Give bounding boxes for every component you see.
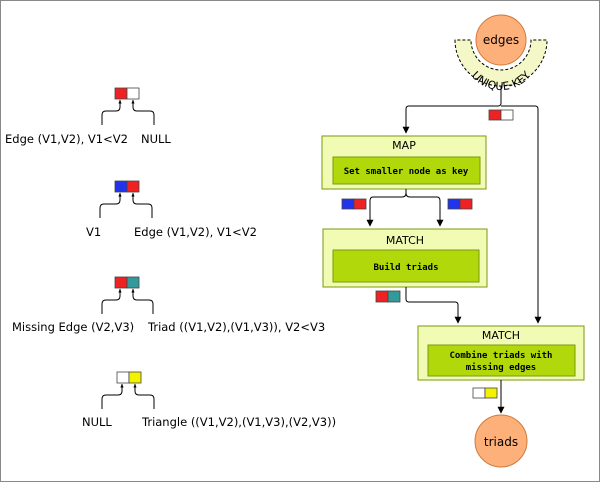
legend-value-swatch xyxy=(128,371,142,384)
build-triads-label: Build triads xyxy=(373,262,438,273)
legend-key-swatch xyxy=(114,276,128,289)
legend-value-label: Triangle ((V1,V2),(V1,V3),(V2,V3)) xyxy=(141,415,336,429)
legend-row-null-triangle: NULL Triangle ((V1,V2),(V1,V3),(V2,V3)) xyxy=(82,371,336,429)
legend-key-swatch xyxy=(116,371,130,384)
final-value-swatch xyxy=(484,387,498,399)
legend-row-vertex-edge: V1 Edge (V1,V2), V1<V2 xyxy=(86,180,257,239)
match1-out-value-swatch xyxy=(387,290,401,303)
source-key-swatch xyxy=(488,109,502,121)
combine-step xyxy=(427,344,576,377)
triads-node xyxy=(474,414,528,468)
legend: Edge (V1,V2), V1<V2 NULL V1 Edge (V1,V2)… xyxy=(5,87,336,429)
legend-key-label: NULL xyxy=(82,415,112,429)
edges-node xyxy=(475,14,527,66)
map-out-key-swatch xyxy=(447,198,461,210)
legend-key-label: Missing Edge (V2,V3) xyxy=(12,320,134,334)
legend-value-label: Triad ((V1,V2),(V1,V3)), V2<V3 xyxy=(147,320,325,334)
map-step xyxy=(332,156,481,185)
legend-value-swatch xyxy=(126,276,140,289)
edges-node-label: edges xyxy=(483,33,519,47)
legend-key-swatch xyxy=(114,87,128,100)
legend-key-label: V1 xyxy=(86,225,101,239)
combine-step-line-1: Combine triads with xyxy=(450,350,553,361)
legend-value-label: Edge (V1,V2), V1<V2 xyxy=(134,225,257,239)
map-out-value-swatch xyxy=(459,198,473,210)
legend-value-swatch xyxy=(126,87,140,100)
legend-row-edge-null: Edge (V1,V2), V1<V2 NULL xyxy=(5,87,171,146)
triads-node-label: triads xyxy=(484,435,518,449)
build-triads-step xyxy=(332,249,480,283)
final-key-swatch xyxy=(472,387,486,399)
map-out-key-swatch xyxy=(341,198,355,210)
match1-out-key-swatch xyxy=(375,290,389,303)
unique-key-band xyxy=(454,39,548,87)
map-box-title: MAP xyxy=(392,139,416,152)
source-value-swatch xyxy=(500,109,514,121)
dataflow: UNIQUE-KEY edges MAP Set smaller node as… xyxy=(321,14,585,468)
legend-value-swatch xyxy=(126,180,140,193)
map-step-label: Set smaller node as key xyxy=(344,167,469,177)
combine-step-line-2: missing edges xyxy=(466,362,536,373)
map-out-value-swatch xyxy=(353,198,367,210)
legend-value-label: NULL xyxy=(141,132,171,146)
legend-row-missing-triad: Missing Edge (V2,V3) Triad ((V1,V2),(V1,… xyxy=(12,276,325,334)
legend-key-label: Edge (V1,V2), V1<V2 xyxy=(5,132,128,146)
legend-key-swatch xyxy=(114,180,128,193)
match-box-build-title: MATCH xyxy=(386,234,424,247)
match-box-combine-title: MATCH xyxy=(482,329,520,342)
